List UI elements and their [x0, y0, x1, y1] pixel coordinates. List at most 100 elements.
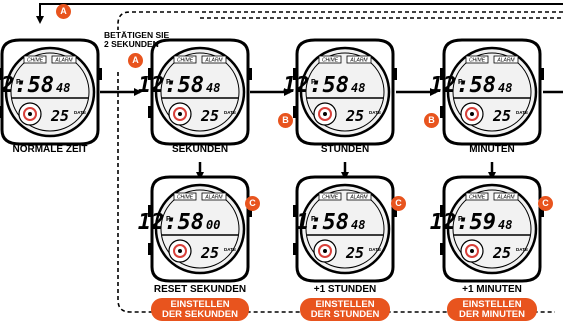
label-reset-seconds: RESET SEKUNDEN: [153, 284, 247, 295]
side-button: [539, 68, 544, 80]
side-button: [0, 68, 3, 80]
sub-dial-center: [470, 112, 474, 116]
watch-inner-ring: [160, 189, 240, 269]
date-value: 25: [345, 107, 364, 125]
hold-instruction-line1: BETÄTIGEN SIE: [104, 30, 170, 40]
time-display: 12:58: [283, 73, 349, 98]
side-button: [293, 205, 298, 217]
seconds-display: 48: [351, 81, 365, 95]
side-button: [247, 68, 252, 80]
side-button: [148, 68, 153, 80]
chime-label: CHIME: [469, 58, 486, 64]
alarm-label: ALARM: [204, 195, 223, 201]
side-button: [392, 205, 397, 217]
time-display: 12:59: [430, 210, 496, 235]
date-label: DATE: [224, 110, 236, 115]
watch-inner-ring: [160, 52, 240, 132]
alarm-label: ALARM: [204, 58, 223, 64]
alarm-box: [493, 55, 519, 64]
sub-dial-center: [323, 249, 327, 253]
pill-set-hours: EINSTELLEN DER STUNDEN: [300, 298, 390, 321]
sub-dial-center: [323, 112, 327, 116]
sub-dial-ring: [23, 107, 37, 121]
watch-inner-ring: [305, 52, 385, 132]
watch-inner-ring: [452, 52, 532, 132]
date-label: DATE: [369, 110, 381, 115]
dashed-return-path: [117, 11, 563, 313]
side-button: [440, 243, 445, 255]
watch-inner-ring: [10, 52, 90, 132]
sub-dial-center: [178, 249, 182, 253]
sub-dial-center: [178, 112, 182, 116]
pill-set-minutes-line2: DER MINUTEN: [459, 308, 525, 320]
chime-box: [173, 192, 197, 201]
time-display: 12:58: [430, 73, 496, 98]
pm-label: P: [458, 216, 463, 223]
button-b-badge-hours: B: [278, 113, 293, 128]
side-button: [148, 205, 153, 217]
side-button: [0, 106, 3, 118]
chime-box: [465, 192, 489, 201]
date-value: 25: [200, 244, 219, 262]
hold-instruction: BETÄTIGEN SIE 2 SEKUNDEN: [104, 31, 169, 49]
alarm-box: [346, 192, 372, 201]
alarm-box: [346, 55, 372, 64]
alarm-box: [493, 192, 519, 201]
pm-label: P: [166, 216, 171, 223]
side-button: [293, 68, 298, 80]
date-label: DATE: [224, 247, 236, 252]
chime-box: [465, 55, 489, 64]
time-display: 1:58: [296, 210, 349, 235]
alarm-box: [201, 192, 227, 201]
sub-dial-ring: [173, 107, 187, 121]
button-c-badge-hours: C: [391, 196, 406, 211]
seconds-display: 48: [351, 218, 365, 232]
pill-set-hours-line1: EINSTELLEN: [315, 299, 375, 310]
seconds-display: 48: [56, 81, 70, 95]
label-minutes: MINUTEN: [469, 144, 515, 155]
side-button: [440, 68, 445, 80]
chime-box: [318, 192, 342, 201]
pill-set-seconds-line1: EINSTELLEN: [170, 299, 230, 310]
sub-dial-center: [470, 249, 474, 253]
date-label: DATE: [74, 110, 86, 115]
date-value: 25: [492, 107, 511, 125]
pill-set-seconds: EINSTELLEN DER SEKUNDEN: [151, 298, 249, 321]
return-loop-line: [36, 3, 563, 24]
date-label: DATE: [516, 247, 528, 252]
button-a-badge: A: [56, 4, 71, 19]
pm-label: P: [311, 79, 316, 86]
pm-label: P: [16, 79, 21, 86]
pm-label: P: [311, 216, 316, 223]
date-value: 25: [492, 244, 511, 262]
pill-set-hours-line2: DER STUNDEN: [310, 308, 380, 320]
pill-set-minutes: EINSTELLEN DER MINUTEN: [447, 298, 537, 321]
side-button: [440, 106, 445, 118]
time-display: 12:58: [138, 73, 204, 98]
seconds-display: 48: [206, 81, 220, 95]
date-label: DATE: [369, 247, 381, 252]
side-button: [148, 243, 153, 255]
chime-label: CHIME: [322, 195, 339, 201]
alarm-box: [201, 55, 227, 64]
pill-set-minutes-line1: EINSTELLEN: [462, 299, 522, 310]
time-display: 12:58: [0, 73, 54, 98]
seconds-display: 00: [206, 218, 220, 232]
date-value: 25: [345, 244, 364, 262]
button-b-badge-minutes: B: [424, 113, 439, 128]
chime-label: CHIME: [27, 58, 44, 64]
label-seconds: SEKUNDEN: [171, 144, 229, 155]
label-plus-minute: +1 MINUTEN: [462, 284, 522, 295]
side-button: [293, 243, 298, 255]
watch-inner-ring: [305, 189, 385, 269]
time-display: 12:58: [138, 210, 204, 235]
sub-dial-ring: [465, 244, 479, 258]
date-label: DATE: [516, 110, 528, 115]
label-plus-hour: +1 STUNDEN: [313, 284, 377, 295]
sub-dial-ring: [173, 244, 187, 258]
